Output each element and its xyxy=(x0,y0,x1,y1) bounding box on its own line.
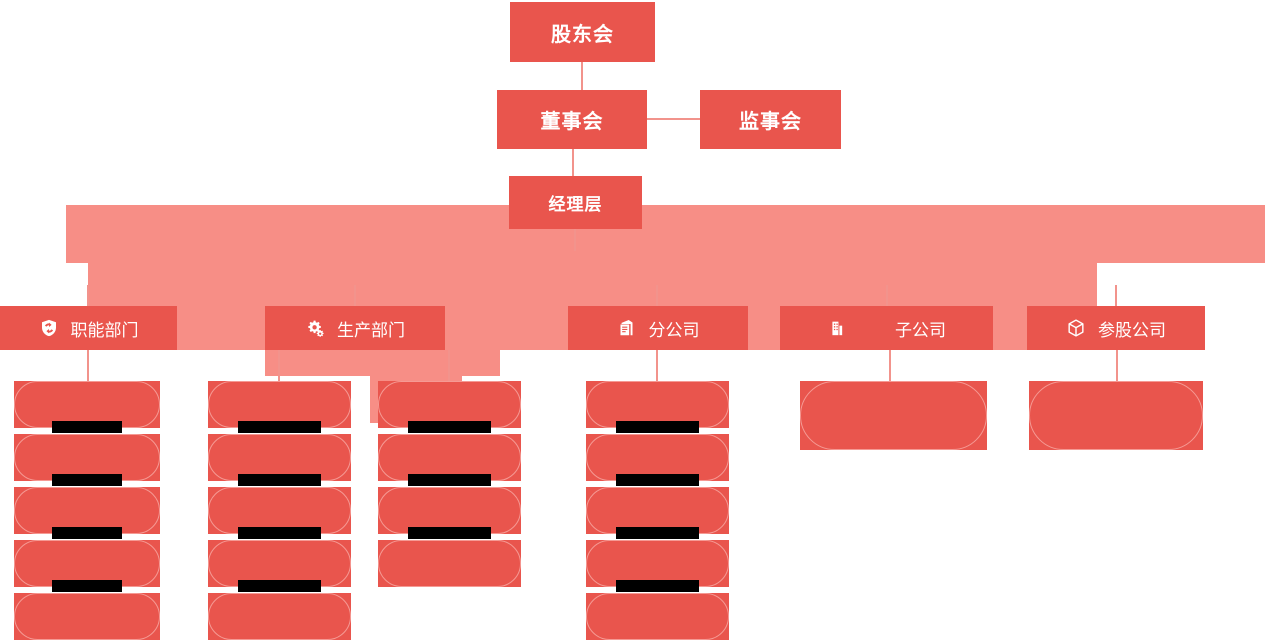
connector-affiliate-to-leaves xyxy=(1116,350,1118,383)
leaf-node[interactable] xyxy=(208,381,351,428)
node-board-of-directors-label: 董事会 xyxy=(540,111,604,133)
redaction-bar xyxy=(408,527,491,539)
redaction-bar xyxy=(616,527,699,539)
redaction-bar xyxy=(238,527,321,539)
redaction-bar xyxy=(51,527,123,539)
leaf-node[interactable] xyxy=(14,593,160,640)
redaction-bar xyxy=(616,580,699,592)
leaf-node[interactable] xyxy=(378,487,521,534)
redaction-bar xyxy=(51,421,123,433)
shield-recycle-icon xyxy=(39,318,59,338)
gears-icon xyxy=(305,318,325,338)
leaf-node[interactable] xyxy=(586,434,729,481)
connector-branch-to-leaves xyxy=(656,350,658,383)
node-management-label: 经理层 xyxy=(548,195,603,214)
node-management[interactable]: 经理层 xyxy=(509,176,642,229)
leaf-node-label xyxy=(1029,381,1203,450)
category-header-functional-label: 职能部门 xyxy=(70,320,139,340)
leaf-node-label xyxy=(378,540,521,587)
leaf-node[interactable] xyxy=(800,381,987,450)
redaction-bar xyxy=(616,474,699,486)
redaction-bar xyxy=(238,580,321,592)
leaf-node[interactable] xyxy=(586,540,729,587)
connector-management-to-band xyxy=(574,229,576,251)
leaf-node[interactable] xyxy=(208,434,351,481)
connector-band-to-branch xyxy=(656,285,658,307)
category-header-subsidiary[interactable]: 子公司 xyxy=(780,306,993,350)
category-header-production[interactable]: 生产部门 xyxy=(265,306,445,350)
redaction-bar xyxy=(51,474,123,486)
leaf-column-6 xyxy=(1029,381,1203,454)
node-board-of-supervisors-label: 监事会 xyxy=(739,111,802,133)
factory-document-icon xyxy=(617,318,637,338)
connector-board-to-management xyxy=(572,149,574,176)
leaf-column-4 xyxy=(586,381,729,644)
leaf-column-3 xyxy=(378,381,521,591)
leaf-node[interactable] xyxy=(208,540,351,587)
leaf-column-2 xyxy=(208,381,351,644)
connector-shareholders-to-board xyxy=(581,62,583,91)
leaf-node[interactable] xyxy=(208,593,351,640)
connector-band-to-subsidiary xyxy=(886,285,888,307)
category-header-subsidiary-label: 子公司 xyxy=(895,320,946,340)
leaf-node[interactable] xyxy=(378,540,521,587)
category-header-production-label: 生产部门 xyxy=(337,320,405,340)
leaf-node[interactable] xyxy=(1029,381,1203,450)
connector-production-to-leaves xyxy=(278,350,280,383)
building-icon xyxy=(827,318,847,338)
highlight-band-upper xyxy=(66,205,1265,263)
redaction-bar xyxy=(238,474,321,486)
connector-band-to-production xyxy=(354,285,356,307)
leaf-node-label xyxy=(14,593,160,640)
highlight-band-lower-left xyxy=(265,350,500,376)
node-board-of-directors[interactable]: 董事会 xyxy=(497,90,647,149)
redaction-bar xyxy=(51,580,123,592)
connector-band-to-affiliate xyxy=(1115,285,1117,307)
leaf-column-5 xyxy=(800,381,987,454)
leaf-node[interactable] xyxy=(378,434,521,481)
connector-subsidiary-to-leaves xyxy=(889,350,891,383)
category-header-functional[interactable]: 职能部门 xyxy=(0,306,177,350)
leaf-node[interactable] xyxy=(586,487,729,534)
leaf-node[interactable] xyxy=(14,487,160,534)
category-header-affiliate-label: 参股公司 xyxy=(1098,320,1166,340)
category-header-branch[interactable]: 分公司 xyxy=(568,306,748,350)
category-header-branch-label: 分公司 xyxy=(648,320,700,340)
leaf-node[interactable] xyxy=(14,434,160,481)
leaf-node-label xyxy=(800,381,987,450)
leaf-node-label xyxy=(586,593,729,640)
leaf-node[interactable] xyxy=(208,487,351,534)
redaction-bar xyxy=(408,474,491,486)
redaction-bar xyxy=(238,421,321,433)
leaf-node-label xyxy=(208,593,351,640)
connector-board-to-supervisors xyxy=(647,118,700,120)
redaction-bar xyxy=(408,421,491,433)
connector-production-to-leaves-2 xyxy=(448,350,450,383)
node-shareholders-label: 股东会 xyxy=(551,23,614,46)
redaction-bar xyxy=(616,421,699,433)
node-shareholders[interactable]: 股东会 xyxy=(510,2,655,62)
connector-band-to-functional xyxy=(87,285,89,307)
category-header-affiliate[interactable]: 参股公司 xyxy=(1027,306,1205,350)
connector-functional-to-leaves xyxy=(87,350,89,383)
leaf-node[interactable] xyxy=(586,593,729,640)
node-board-of-supervisors[interactable]: 监事会 xyxy=(700,90,841,149)
leaf-column-1 xyxy=(14,381,160,644)
cube-icon xyxy=(1066,318,1086,338)
